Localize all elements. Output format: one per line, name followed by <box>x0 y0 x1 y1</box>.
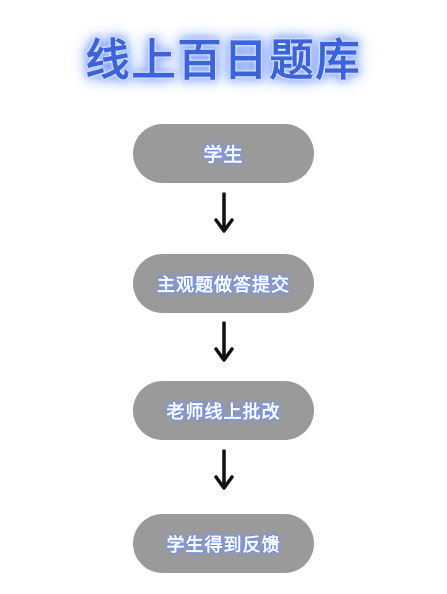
step-student-feedback-label: 学生得到反馈 <box>166 534 281 556</box>
step-teacher-grading-label: 老师线上批改 <box>166 401 281 423</box>
step-student-label: 学生 <box>203 144 244 166</box>
step-student-feedback: 学生得到反馈 <box>133 514 314 573</box>
down-arrow-icon <box>214 321 234 362</box>
step-teacher-grading: 老师线上批改 <box>133 381 314 440</box>
down-arrow-icon <box>214 449 234 490</box>
down-arrow-icon <box>214 192 234 233</box>
step-submit-answer: 主观题做答提交 <box>133 254 314 313</box>
page-title: 线上百日题库 <box>85 35 362 86</box>
step-student: 学生 <box>133 124 314 183</box>
step-submit-answer-label: 主观题做答提交 <box>157 274 290 296</box>
